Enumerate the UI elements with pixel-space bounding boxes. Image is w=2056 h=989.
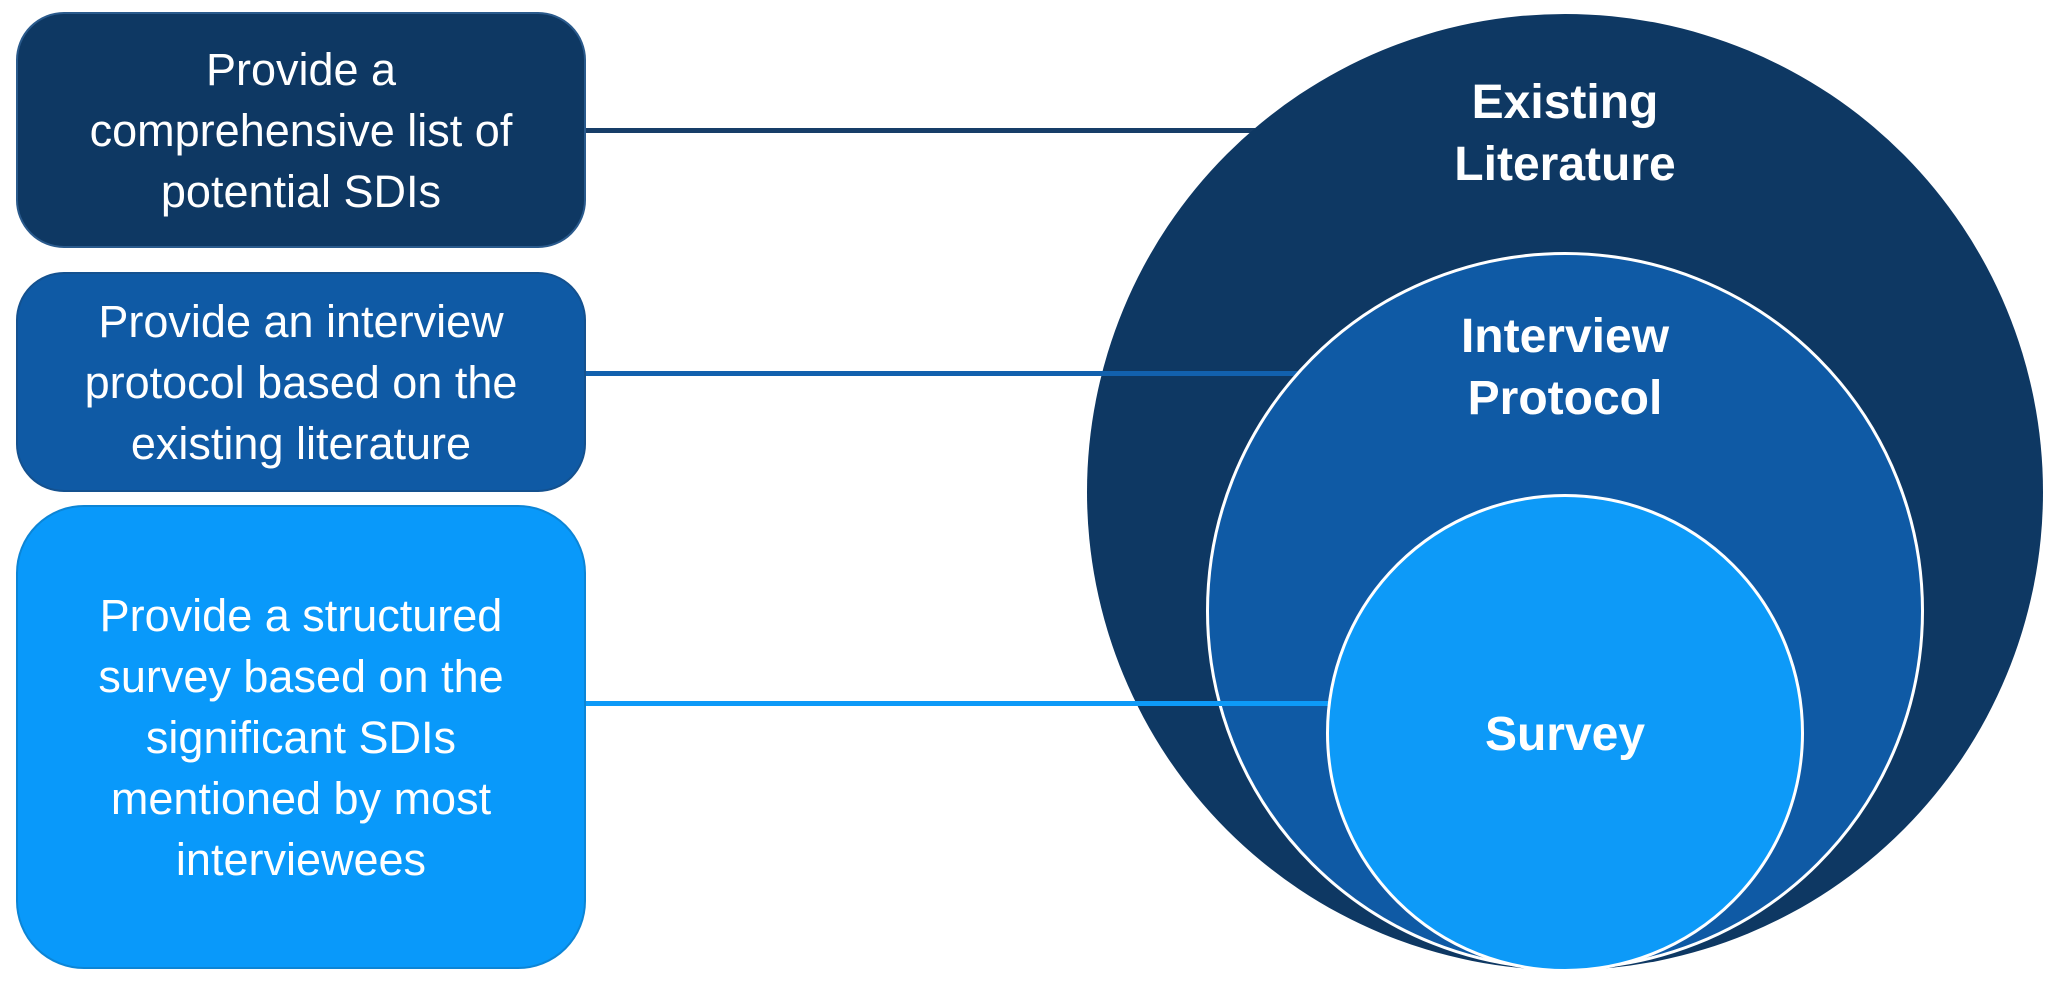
- connector-line-survey: [584, 701, 1414, 706]
- goal-box-interview-protocol: Provide an interview protocol based on t…: [16, 272, 586, 492]
- goal-box-survey: Provide a structured survey based on the…: [16, 505, 586, 969]
- circle-label-existing-literature: Existing Literature: [1454, 76, 1676, 191]
- connector-line-interview-protocol: [584, 371, 1364, 376]
- goal-box-existing-literature-label: Provide a comprehensive list of potentia…: [89, 43, 513, 217]
- circle-survey: [1326, 494, 1804, 972]
- goal-box-interview-protocol-label: Provide an interview protocol based on t…: [84, 295, 518, 469]
- circle-label-survey: Survey: [1484, 708, 1646, 761]
- goal-box-survey-label: Provide a structured survey based on the…: [98, 589, 504, 885]
- circle-label-interview-protocol: Interview Protocol: [1460, 310, 1670, 425]
- goal-box-existing-literature: Provide a comprehensive list of potentia…: [16, 12, 586, 248]
- connector-line-existing-literature: [584, 128, 1304, 133]
